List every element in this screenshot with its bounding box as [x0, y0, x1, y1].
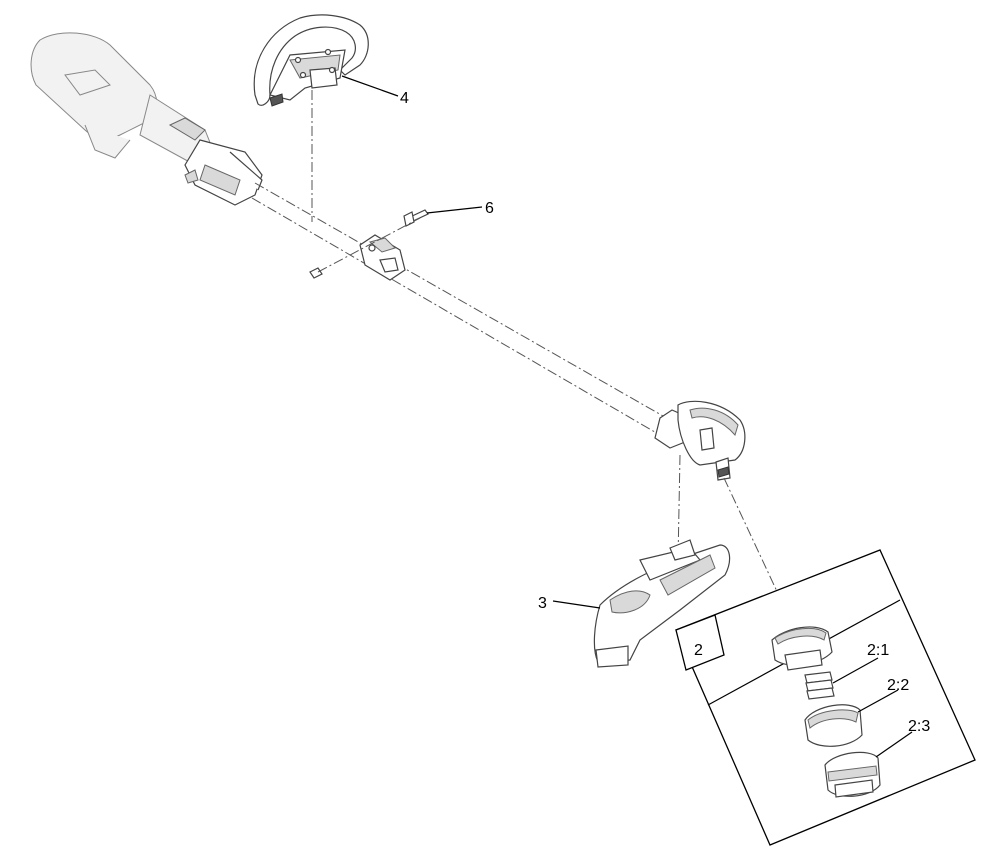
spool — [824, 751, 881, 798]
leader-spring — [832, 657, 879, 684]
loop-handle — [253, 14, 369, 107]
screw — [403, 209, 429, 227]
leader-handle — [341, 75, 399, 97]
spool-housing — [771, 626, 833, 671]
handle-bracket — [359, 234, 406, 281]
callout-2-3: 2:3 — [908, 718, 930, 735]
callout-2-1: 2:1 — [867, 642, 889, 659]
callout-6: 6 — [485, 200, 494, 217]
trimmer-rear-body — [30, 32, 263, 206]
nut — [309, 267, 323, 279]
callout-3: 3 — [538, 595, 547, 612]
leader-spool — [875, 731, 913, 758]
leader-screw — [426, 206, 483, 214]
leader-guard — [552, 600, 601, 609]
spring — [804, 671, 835, 700]
leader-spool-cap — [857, 689, 899, 713]
callout-2-2: 2:2 — [887, 677, 909, 694]
guard — [593, 539, 731, 668]
trimmer-head — [654, 400, 746, 481]
callout-2: 2 — [694, 642, 703, 659]
callout-4: 4 — [400, 90, 409, 107]
spool-cap — [804, 704, 863, 747]
screw-path — [317, 217, 421, 273]
shaft — [251, 182, 671, 436]
